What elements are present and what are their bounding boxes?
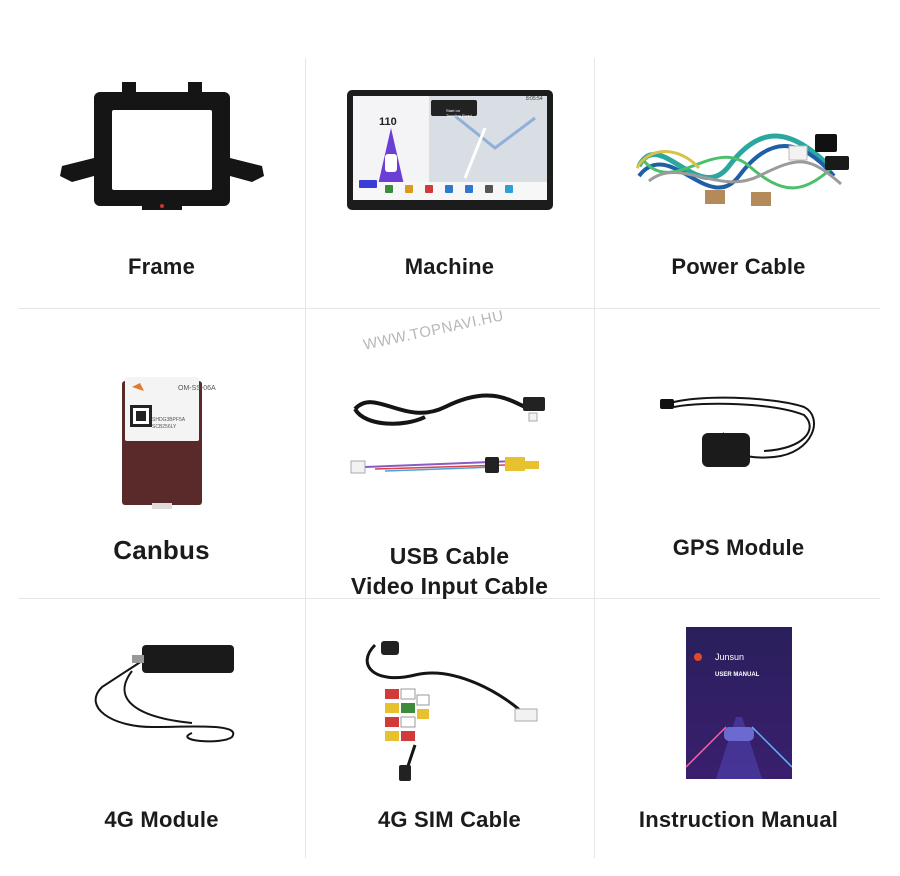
item-label: 4G Module [104,807,219,832]
label-line1: USB Cable [389,543,510,569]
item-instruction-manual: Junsun USER MANUAL Instruction Manual [595,599,882,865]
frame-icon [59,82,264,210]
item-label: Canbus [113,535,210,565]
screen-speed: 110 [379,116,397,128]
usb-video-cable-icon [350,393,545,474]
head-unit-icon [346,90,553,210]
canbus-code1: SHDG3BPF5A [152,417,186,423]
item-label: Machine [404,254,495,279]
product-grid: Frame 110 8:05:54 Start on To [18,58,880,858]
4g-antenna-icon [94,645,234,743]
screen-time: 8:05:54 [526,96,543,102]
item-label: USB Cable Video Input Cable [306,541,593,601]
item-canbus: OM-SS-06A SHDG3BPF5A SCB256LY Canbus [18,309,305,575]
grid-divider [594,58,595,858]
canbus-code2: SCB256LY [152,424,177,430]
manual-brand: Junsun [715,652,745,662]
item-4g-sim-cable: 4G SIM Cable [306,599,593,865]
manual-book-icon [685,627,792,779]
canbus-box-icon [121,377,202,509]
item-power-cable: Power Cable [595,58,882,324]
canbus-model: OM-SS-06A [178,385,216,392]
item-gps-module: GPS Module [595,309,882,575]
canbus-codes: SHDG3BPF5A SCB256LY [152,417,185,431]
item-label: Power Cable [671,254,806,279]
item-label: Instruction Manual [638,807,839,832]
grid-divider [18,308,880,309]
item-label: GPS Module [672,535,805,560]
item-machine: 110 8:05:54 Start on Tongling Road Machi… [306,58,593,324]
nav-line1: Start on [446,108,461,113]
screen-nav: Start on Tongling Road [446,108,486,118]
item-label: 4G SIM Cable [378,807,521,832]
item-4g-module: 4G Module [18,599,305,865]
power-cable-icon [635,133,849,206]
item-frame: Frame [18,58,305,324]
gps-antenna-icon [659,396,815,467]
item-label: Frame [127,254,196,279]
item-usb-video-cable: USB Cable Video Input Cable [306,309,593,599]
grid-divider [18,598,880,599]
manual-title: USER MANUAL [715,672,760,678]
grid-divider [305,58,306,858]
rca-cable-icon [365,641,537,781]
nav-line2: Tongling Road [446,113,472,118]
label-line2: Video Input Cable [350,573,549,599]
